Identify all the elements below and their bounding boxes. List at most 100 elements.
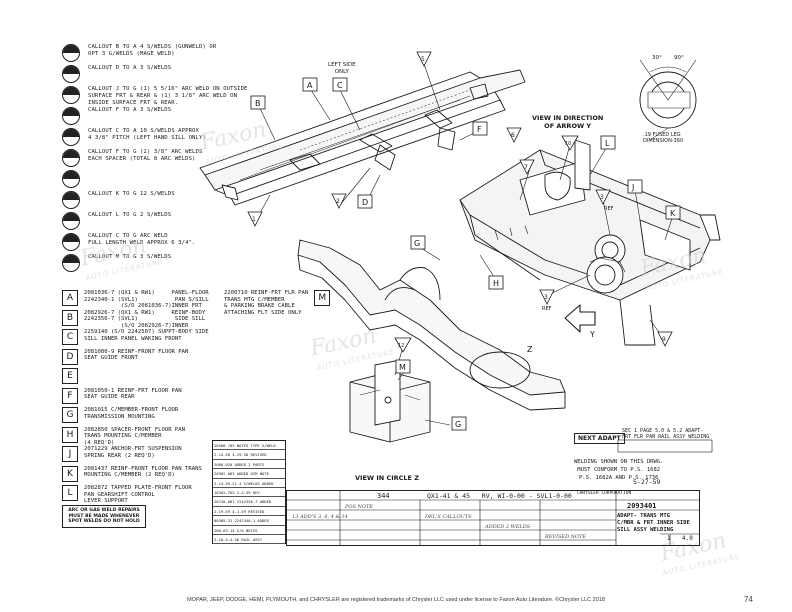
weld-symbol-icon bbox=[62, 107, 80, 125]
weld-callout-row: CALLOUT M TO G 3 S/WELDS bbox=[62, 254, 171, 272]
trans-mounting-crossmember bbox=[297, 239, 566, 411]
svg-text:10: 10 bbox=[565, 141, 571, 147]
svg-text:L: L bbox=[605, 139, 610, 148]
svg-text:12: 12 bbox=[398, 343, 404, 349]
part-letter-box: D bbox=[62, 348, 78, 365]
callout-box-j: J bbox=[627, 179, 643, 194]
part-letter-box: H bbox=[62, 426, 78, 443]
weld-callout-text: CALLOUT C TO A 10 S/WELDS APPROX 4 3/8" … bbox=[88, 128, 206, 141]
part-description: 2071229 ANCHOR-FRT SUSPENSION SPRING REA… bbox=[84, 446, 182, 459]
drawing-title: ADAPT- TRANS MTG C/MBR & FRT INNER SIDE … bbox=[617, 513, 690, 533]
weld-symbol-icon bbox=[62, 254, 80, 272]
weld-callout-row bbox=[62, 170, 88, 188]
body-codes: QX1-41 & 45 RV, WI-0-00 - SVL1-0-00 bbox=[427, 492, 572, 500]
callout-box-g: G bbox=[410, 235, 426, 250]
revision-entry: 2-19-59 4-1-59 REVISED bbox=[213, 507, 285, 517]
weld-callout-row: CALLOUT C TO A 10 S/WELDS APPROX 4 3/8" … bbox=[62, 128, 206, 146]
part-letter-box: B bbox=[62, 309, 78, 326]
weld-symbol-icon bbox=[62, 170, 80, 188]
weld-symbol-icon bbox=[62, 65, 80, 83]
revision-entry: 200-63-14 S/O NOTES bbox=[213, 526, 285, 535]
callout-box-m: M bbox=[395, 359, 411, 374]
part-letter-box: E bbox=[62, 368, 78, 384]
callout-box-h: H bbox=[488, 275, 504, 290]
weld-symbol-icon bbox=[62, 191, 80, 209]
view-direction-label: VIEW IN DIRECTION OF ARROW Y bbox=[532, 114, 604, 130]
revision-entry: 20508-703 NOTES TYPE S/WELD bbox=[213, 441, 285, 451]
revision-entry: 20740-001 2242356-7 ADDED bbox=[213, 497, 285, 507]
part-description: 2081036-7 (QX1 & RW1) PANEL-FLOOR 224234… bbox=[84, 290, 209, 310]
callout-triangle-1: 1 bbox=[247, 211, 263, 227]
ref-label: REF bbox=[542, 306, 552, 312]
drawing-number: 2093401 bbox=[627, 502, 657, 510]
part-description: 2082850 SPACER-FRONT FLOOR PAN TRANS MOU… bbox=[84, 426, 186, 446]
part-description: 2082872 TAPPED PLATE-FRONT FLOOR PAN GEA… bbox=[84, 485, 192, 505]
weld-callout-text: CALLOUT F TO A 3 S/WELDS bbox=[88, 107, 172, 113]
left-side-only-label: LEFT SIDE ONLY bbox=[328, 62, 356, 75]
svg-text:G: G bbox=[455, 420, 461, 429]
revision-number: 4.0 bbox=[682, 535, 693, 542]
revision-entry: 10302-765 2-4-59 REV bbox=[213, 488, 285, 498]
weld-callout-row: CALLOUT B TO A 4 S/WELDS (GUNWELD) OR OP… bbox=[62, 44, 216, 62]
svg-text:3: 3 bbox=[544, 294, 548, 301]
crossmember-assembly bbox=[459, 139, 721, 346]
callout-triangle-3b: 3 bbox=[539, 289, 555, 305]
part-description: 2081050-1 REINF-FRT FLOOR PAN SEAT GUIDE… bbox=[84, 387, 182, 401]
revision-entry: 20902-003 ADDED DIM NOTE bbox=[213, 469, 285, 479]
callout-box-b: B bbox=[250, 95, 266, 110]
svg-text:M: M bbox=[399, 363, 406, 372]
revision-entry: 00389-31 2242340-1 ADDED bbox=[213, 516, 285, 526]
part-letter-box: C bbox=[62, 329, 78, 345]
part-row: E bbox=[62, 368, 84, 384]
callout-triangle-6: 6 bbox=[506, 127, 522, 143]
part-letter-box: L bbox=[62, 485, 78, 501]
svg-text:G: G bbox=[414, 239, 420, 248]
svg-text:A: A bbox=[307, 81, 313, 90]
weld-callout-text: CALLOUT D TO A 3 S/WELDS bbox=[88, 65, 172, 71]
angle-90-label: 90° bbox=[674, 55, 684, 61]
weld-symbol-icon bbox=[62, 86, 80, 104]
weld-symbol-icon bbox=[62, 128, 80, 146]
callout-box-d: D bbox=[357, 194, 373, 209]
page-number: 74 bbox=[744, 595, 753, 604]
title-block: 344 QX1-41 & 45 RV, WI-0-00 - SVL1-0-00 … bbox=[286, 479, 700, 546]
side-sill-rail bbox=[199, 69, 526, 206]
callout-triangle-3: 3 bbox=[595, 189, 611, 205]
weld-callout-row: CALLOUT C TO G ARC WELD FULL LENGTH WELD… bbox=[62, 233, 196, 251]
part-description: 2081437 REINF-FRONT FLOOR PAN TRANS MOUN… bbox=[84, 465, 202, 479]
svg-text:2: 2 bbox=[336, 198, 340, 205]
weld-callout-text: CALLOUT M TO G 3 S/WELDS bbox=[88, 254, 172, 260]
next-adapt-label: NEXT ADAPT bbox=[574, 433, 625, 444]
weld-callout-row: CALLOUT J TO G (1) 5 5/16" ARC WELD ON O… bbox=[62, 86, 248, 107]
part-row: F 2081050-1 REINF-FRT FLOOR PAN SEAT GUID… bbox=[62, 387, 182, 404]
part-row: L 2082872 TAPPED PLATE-FRONT FLOOR PAN GE… bbox=[62, 485, 192, 505]
svg-text:B: B bbox=[255, 99, 261, 108]
sec-note: SEC 1 PAGE 5.0 & 5.2 ADAPT- FRT FLR PAN … bbox=[622, 428, 710, 440]
weld-callout-text: CALLOUT B TO A 4 S/WELDS (GUNWELD) OR OP… bbox=[88, 44, 217, 57]
callout-box-g2: G bbox=[451, 416, 467, 431]
footer-trademark: MOPAR, JEEP, DODGE, HEMI, PLYMOUTH, and … bbox=[187, 597, 605, 603]
arrow-y-label: Y bbox=[590, 330, 595, 339]
number-344: 344 bbox=[377, 492, 390, 500]
weld-callout-row: CALLOUT K TO G 12 S/WELDS bbox=[62, 191, 175, 209]
revision-entry: 2080-020 ADDED 2 PARTS bbox=[213, 460, 285, 470]
weld-callout-row: CALLOUT D TO A 3 S/WELDS bbox=[62, 65, 171, 83]
svg-text:H: H bbox=[493, 279, 499, 288]
drawing-date: 5-27-59 bbox=[633, 478, 661, 486]
part-m: 2200710 REINF-FRT FLR PAN TRANS MTG C/ME… bbox=[224, 290, 331, 316]
callout-box-l: L bbox=[600, 135, 616, 150]
svg-text:C: C bbox=[337, 81, 343, 90]
angle-30-label: 30° bbox=[652, 55, 662, 61]
part-letter-box: F bbox=[62, 387, 78, 404]
weld-callout-row: CALLOUT L TO G 2 S/WELDS bbox=[62, 212, 171, 230]
svg-text:6: 6 bbox=[511, 132, 515, 139]
